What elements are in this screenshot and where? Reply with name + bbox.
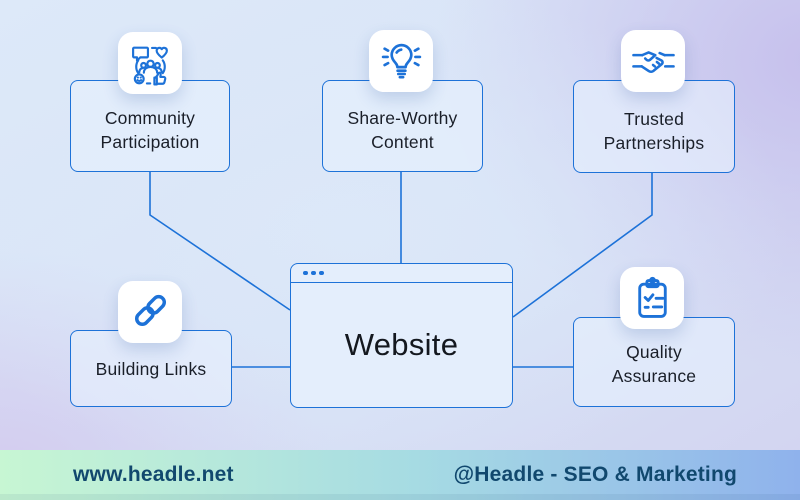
handshake-icon bbox=[621, 30, 685, 92]
lightbulb-icon bbox=[369, 30, 433, 92]
browser-dot bbox=[311, 270, 316, 276]
node-label: Building Links bbox=[95, 358, 207, 379]
footer-url: www.headle.net bbox=[73, 463, 234, 486]
footer-brand: @Headle - SEO & Marketing bbox=[453, 463, 737, 486]
node-trusted-partnerships: Trusted Partnerships bbox=[573, 80, 735, 173]
node-label: Share-Worthy Content bbox=[347, 108, 458, 152]
node-label: Trusted Partnerships bbox=[603, 108, 705, 153]
clipboard-checklist-icon bbox=[620, 267, 684, 329]
browser-dot bbox=[303, 270, 308, 276]
node-label: Community Participation bbox=[100, 108, 200, 152]
chain-link-icon bbox=[118, 281, 182, 343]
node-share-worthy-content: Share-Worthy Content bbox=[322, 80, 483, 172]
browser-dot bbox=[319, 270, 324, 276]
node-quality-assurance: Quality Assurance bbox=[573, 317, 735, 407]
node-community-participation: Community Participation bbox=[70, 80, 230, 172]
browser-titlebar bbox=[291, 264, 512, 283]
footer: www.headle.net @Headle - SEO & Marketing bbox=[0, 450, 800, 500]
node-label: Quality Assurance bbox=[611, 342, 697, 386]
community-icon bbox=[118, 32, 182, 94]
website-browser-node: Website bbox=[290, 263, 513, 408]
website-label: Website bbox=[344, 327, 459, 362]
